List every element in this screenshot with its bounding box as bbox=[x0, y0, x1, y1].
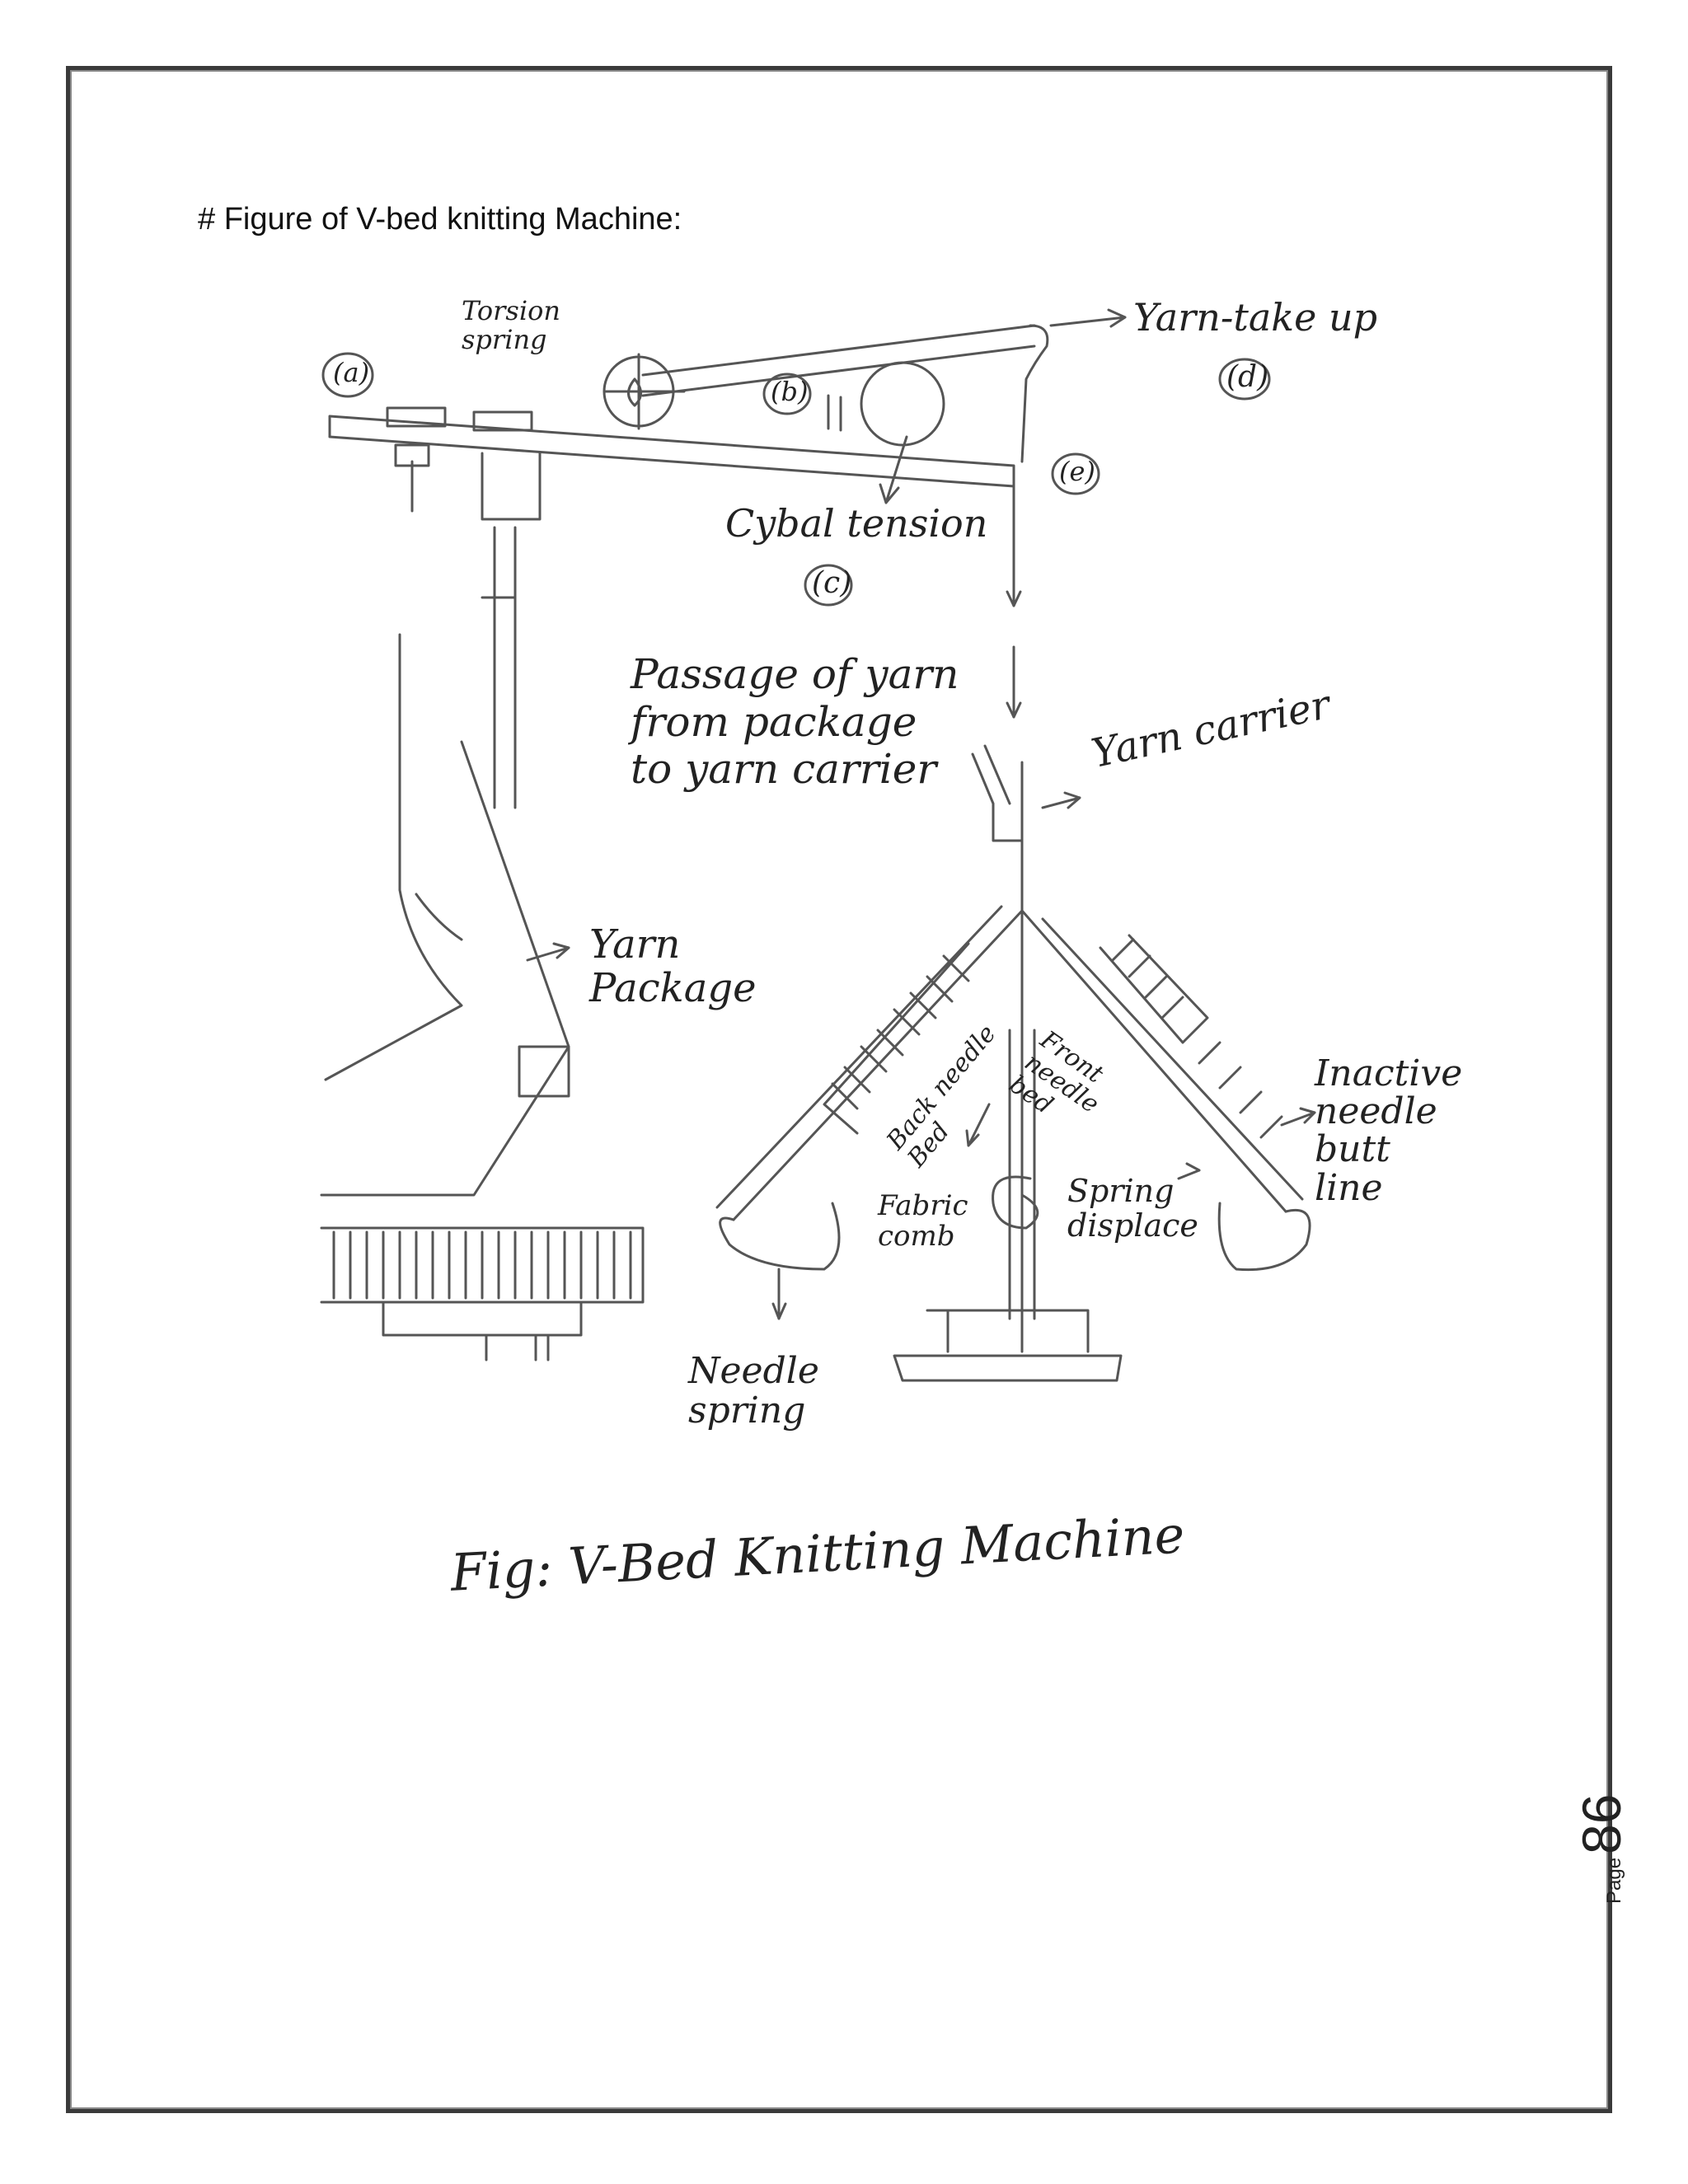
label-c-circle bbox=[804, 564, 853, 607]
back-bed-arrow bbox=[965, 1103, 991, 1147]
spring-displace-arrow bbox=[1177, 1162, 1201, 1180]
label-needle-spring: Needle spring bbox=[688, 1350, 819, 1432]
label-d: (d) bbox=[1226, 360, 1269, 394]
label-a: (a) bbox=[333, 357, 370, 388]
label-b: (b) bbox=[771, 376, 809, 407]
stand-post bbox=[481, 452, 542, 521]
take-up-hook bbox=[1020, 324, 1049, 463]
take-up-arm bbox=[641, 324, 1036, 397]
back-needle-bed bbox=[715, 905, 1024, 1221]
label-c: (c) bbox=[812, 566, 852, 600]
center-post bbox=[1008, 1029, 1036, 1320]
front-bed-hatching bbox=[1111, 938, 1283, 1139]
top-bar bbox=[328, 415, 1015, 488]
page-number: Page 86 bbox=[1570, 1794, 1633, 1904]
stand-feet bbox=[485, 1333, 550, 1361]
stand-rod bbox=[481, 526, 517, 809]
tension-posts bbox=[827, 394, 842, 432]
yarn-package-cone bbox=[320, 633, 570, 1197]
cybal-arrow bbox=[879, 435, 908, 504]
fabric-comb-hook bbox=[992, 1175, 1039, 1230]
inactive-butt-arrow bbox=[1280, 1107, 1316, 1127]
label-spring-displace: Spring displace bbox=[1067, 1173, 1198, 1244]
stand-base bbox=[320, 1226, 645, 1337]
label-yarn-take-up: Yarn-take up bbox=[1133, 295, 1378, 340]
figure-heading: # Figure of V-bed knitting Machine: bbox=[198, 202, 682, 237]
yarn-carrier bbox=[971, 744, 1024, 842]
yarn-package-arrow bbox=[526, 942, 570, 962]
yarn-passage-arrow-1 bbox=[1006, 590, 1022, 607]
bar-block-1 bbox=[386, 406, 447, 428]
back-bed-hatching bbox=[831, 954, 970, 1110]
label-e: (e) bbox=[1059, 456, 1095, 487]
label-b-circle bbox=[762, 373, 812, 415]
front-needle-bed bbox=[1020, 909, 1304, 1213]
label-a-circle bbox=[321, 352, 374, 398]
page-digit: 86 bbox=[1571, 1793, 1632, 1854]
label-d-circle bbox=[1218, 358, 1271, 401]
yarn-carrier-arrow bbox=[1041, 791, 1081, 809]
label-e-circle bbox=[1051, 452, 1100, 495]
needle-spring-left bbox=[719, 1202, 841, 1271]
yarn-package-base bbox=[518, 1045, 570, 1098]
page-border bbox=[66, 66, 1612, 2113]
take-up-arrow bbox=[1049, 308, 1127, 328]
yarn-passage-arrow-2 bbox=[1006, 701, 1022, 719]
label-cybal-tension: Cybal tension bbox=[725, 501, 988, 546]
label-yarn-package: Yarn Package bbox=[589, 921, 757, 1011]
page-word: Page bbox=[1603, 1857, 1625, 1904]
needle-spring-arrow bbox=[771, 1268, 787, 1320]
yarn-package-curve bbox=[415, 893, 463, 941]
fabric-comb-base bbox=[893, 1309, 1123, 1382]
label-torsion-spring: Torsion spring bbox=[462, 295, 560, 356]
label-inactive-needle-butt-line: Inactive needle butt line bbox=[1315, 1052, 1463, 1209]
cybal-tension-disc bbox=[860, 361, 945, 447]
torsion-spring-cross bbox=[604, 353, 686, 430]
label-fabric-comb: Fabric comb bbox=[878, 1189, 968, 1254]
label-passage: Passage of yarn from package to yarn car… bbox=[631, 650, 959, 793]
needle-spring-right bbox=[1217, 1202, 1311, 1272]
stand-hatching bbox=[332, 1230, 632, 1300]
bar-block-2 bbox=[472, 410, 533, 432]
